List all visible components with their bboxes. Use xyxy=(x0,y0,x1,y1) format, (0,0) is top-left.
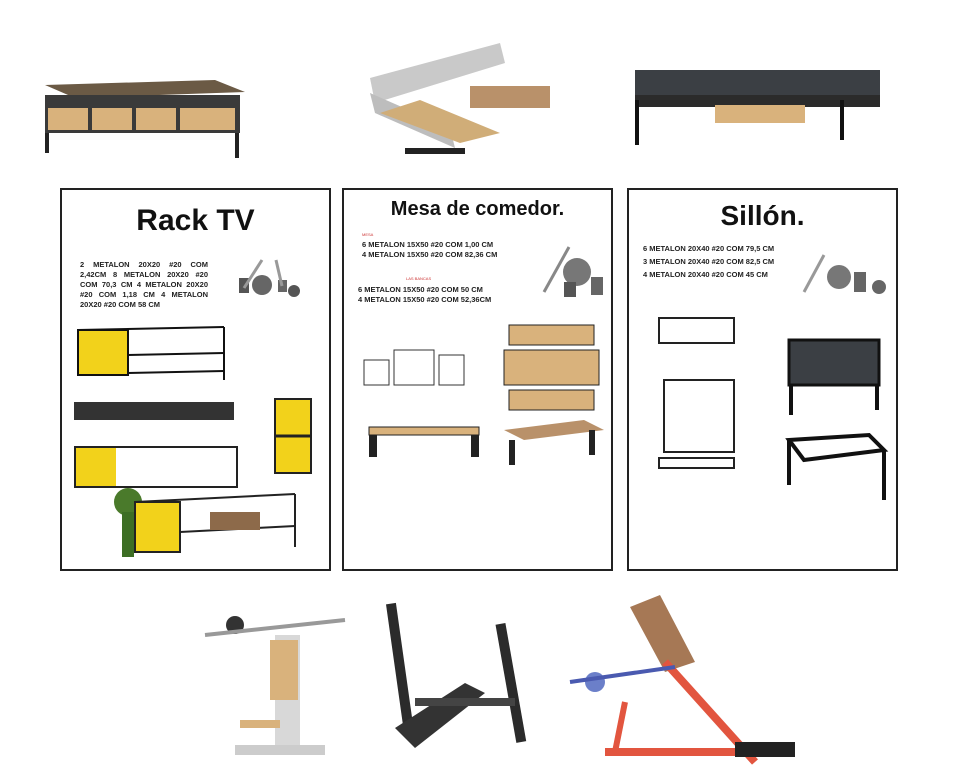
t-bar-row-image xyxy=(569,595,795,765)
rack-render xyxy=(114,488,296,557)
corner-sofa-image xyxy=(370,43,550,154)
panel-mesa-comedor: Mesa de comedor. MESA 6 METALON 15X50 #2… xyxy=(342,188,613,571)
tv-rack-image xyxy=(45,80,245,158)
label-bancas: LAS BANCAS xyxy=(406,276,432,281)
label-mesa: MESA xyxy=(362,232,374,237)
panel-sillon: Sillón. 6 METALON 20X40 #20 COM 79,5 CM … xyxy=(627,188,898,571)
spec-mesa-0: 6 METALON 15X50 #20 COM 1,00 CM xyxy=(362,240,494,249)
armchair-drawings xyxy=(658,317,889,500)
rack-front-view xyxy=(74,446,238,488)
panel-rack-tv: Rack TV 2 METALON 20X20 #20 COM 2,42CM 8… xyxy=(60,188,331,571)
table-drawings xyxy=(363,324,604,465)
black-sofa-image xyxy=(635,70,880,145)
spec-1: 3 METALON 20X40 #20 COM 82,5 CM xyxy=(643,257,775,266)
panel-title: Mesa de comedor. xyxy=(390,198,565,220)
rack-side-view xyxy=(274,398,312,474)
rack-top-view xyxy=(74,402,234,420)
spec-bancas-1: 4 METALON 15X50 #20 COM 52,36CM xyxy=(358,295,492,304)
metal-profiles-icon xyxy=(802,254,886,294)
spec-2: 4 METALON 20X40 #20 COM 45 CM xyxy=(643,270,768,279)
spec-0: 6 METALON 20X40 #20 COM 79,5 CM xyxy=(643,244,775,253)
panel-title: Sillón. xyxy=(720,200,805,231)
bench-press-image xyxy=(386,602,527,748)
metal-profiles-icon xyxy=(542,246,603,297)
spec-mesa-1: 4 METALON 15X50 #20 COM 82,36 CM xyxy=(362,250,498,259)
rack-drawing-3d xyxy=(77,326,225,380)
spec-bancas-0: 6 METALON 15X50 #20 COM 50 CM xyxy=(358,285,483,294)
panel-title: Rack TV xyxy=(136,204,255,237)
spec-text: 2 METALON 20X20 #20 COM 2,42CM 8 METALON… xyxy=(80,260,208,309)
metal-profiles-icon xyxy=(239,259,300,297)
gym-machine-image xyxy=(204,616,346,755)
